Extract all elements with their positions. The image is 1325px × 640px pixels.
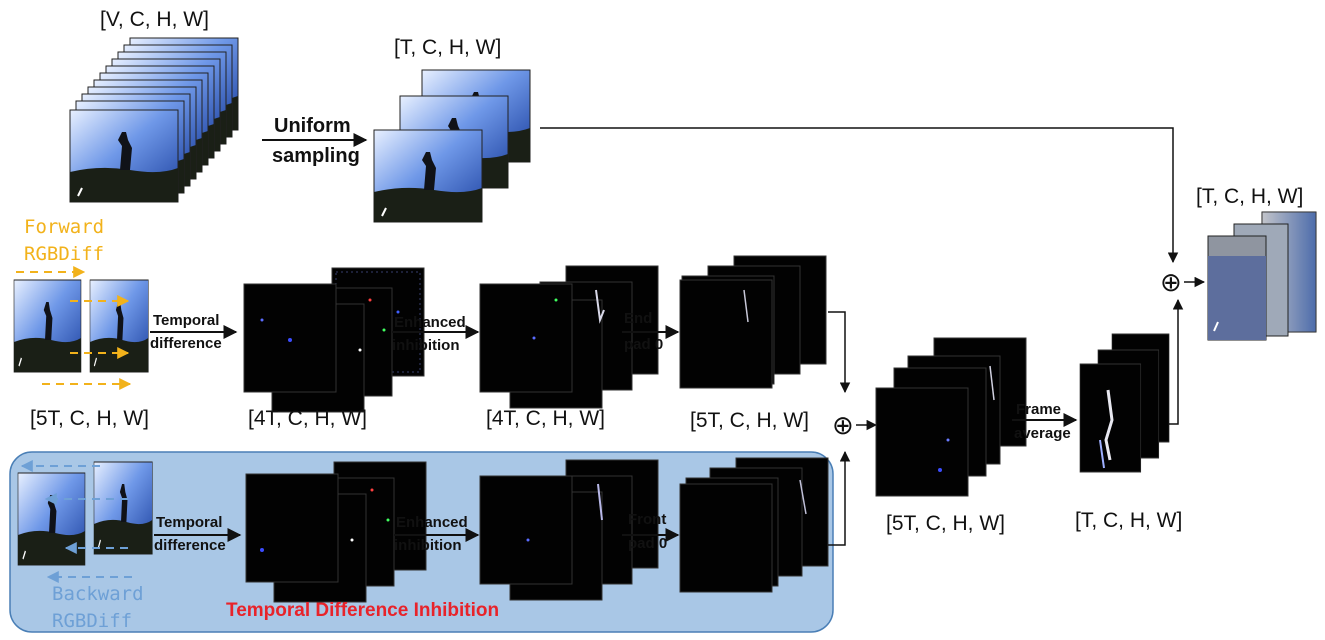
- avg-shape: [T, C, H, W]: [1075, 509, 1182, 532]
- output-stack: [1207, 211, 1317, 341]
- sum-stack: [875, 337, 1027, 497]
- front-pad-label-1: Front: [628, 511, 666, 528]
- bwd-temporal-label-2: difference: [154, 537, 226, 554]
- uniform-label-2: sampling: [272, 145, 360, 167]
- sum-shape: [5T, C, H, W]: [886, 512, 1005, 535]
- end-pad-label-2: pad 0: [624, 336, 663, 353]
- fwd-pad-shape: [5T, C, H, W]: [690, 409, 809, 432]
- backward-label-1: Backward: [52, 583, 144, 605]
- fwd-to-sum-arrow: [828, 311, 851, 394]
- end-pad-label-1: End: [624, 310, 652, 327]
- forward-input-frames: [13, 279, 150, 373]
- output-plus-icon: ⊕: [1160, 268, 1182, 298]
- forward-label-2: RGBDiff: [24, 243, 104, 265]
- sampled-frame-stack: [373, 69, 531, 223]
- front-pad-label-2: pad 0: [628, 535, 667, 552]
- forward-label-1: Forward: [24, 216, 104, 238]
- bwd-diff-stack: [245, 461, 427, 603]
- fwd-pad-stack: [679, 255, 827, 389]
- forward-input-shape: [5T, C, H, W]: [30, 407, 149, 430]
- sampled-shape-label: [T, C, H, W]: [394, 36, 501, 59]
- video-shape-label: [V, C, H, W]: [100, 8, 209, 31]
- bwd-temporal-label-1: Temporal: [156, 514, 222, 531]
- bwd-enhanced-label-2: inhibition: [394, 537, 461, 554]
- fwd-diff-stack: [243, 267, 425, 413]
- video-frame-stack: [69, 37, 239, 203]
- output-shape: [T, C, H, W]: [1196, 185, 1303, 208]
- frame-average-label-2: average: [1014, 425, 1071, 442]
- backward-label-2: RGBDiff: [52, 610, 132, 632]
- fwd-enhanced-label-2: inhibition: [392, 337, 459, 354]
- avg-stack: [1079, 333, 1170, 473]
- frame-average-label-1: Frame: [1016, 401, 1061, 418]
- sum-plus-icon: ⊕: [832, 411, 854, 441]
- fwd-enhanced-label-1: Enhanced: [394, 314, 466, 331]
- bwd-inhib-stack: [479, 459, 659, 601]
- backward-input-frames: [17, 461, 154, 566]
- fwd-inhib-stack: [479, 265, 659, 409]
- fwd-diff-shape: [4T, C, H, W]: [248, 407, 367, 430]
- uniform-label-1: Uniform: [274, 115, 351, 137]
- bwd-pad-stack: [679, 457, 829, 593]
- fwd-inhib-shape: [4T, C, H, W]: [486, 407, 605, 430]
- tdi-region-title: Temporal Difference Inhibition: [226, 600, 499, 621]
- fwd-temporal-label-1: Temporal: [153, 312, 219, 329]
- fwd-temporal-label-2: difference: [150, 335, 222, 352]
- skip-connection-arrow: [540, 127, 1179, 264]
- bwd-to-sum-arrow: [828, 450, 851, 546]
- bwd-enhanced-label-1: Enhanced: [396, 514, 468, 531]
- avg-to-output-arrow: [1168, 298, 1184, 425]
